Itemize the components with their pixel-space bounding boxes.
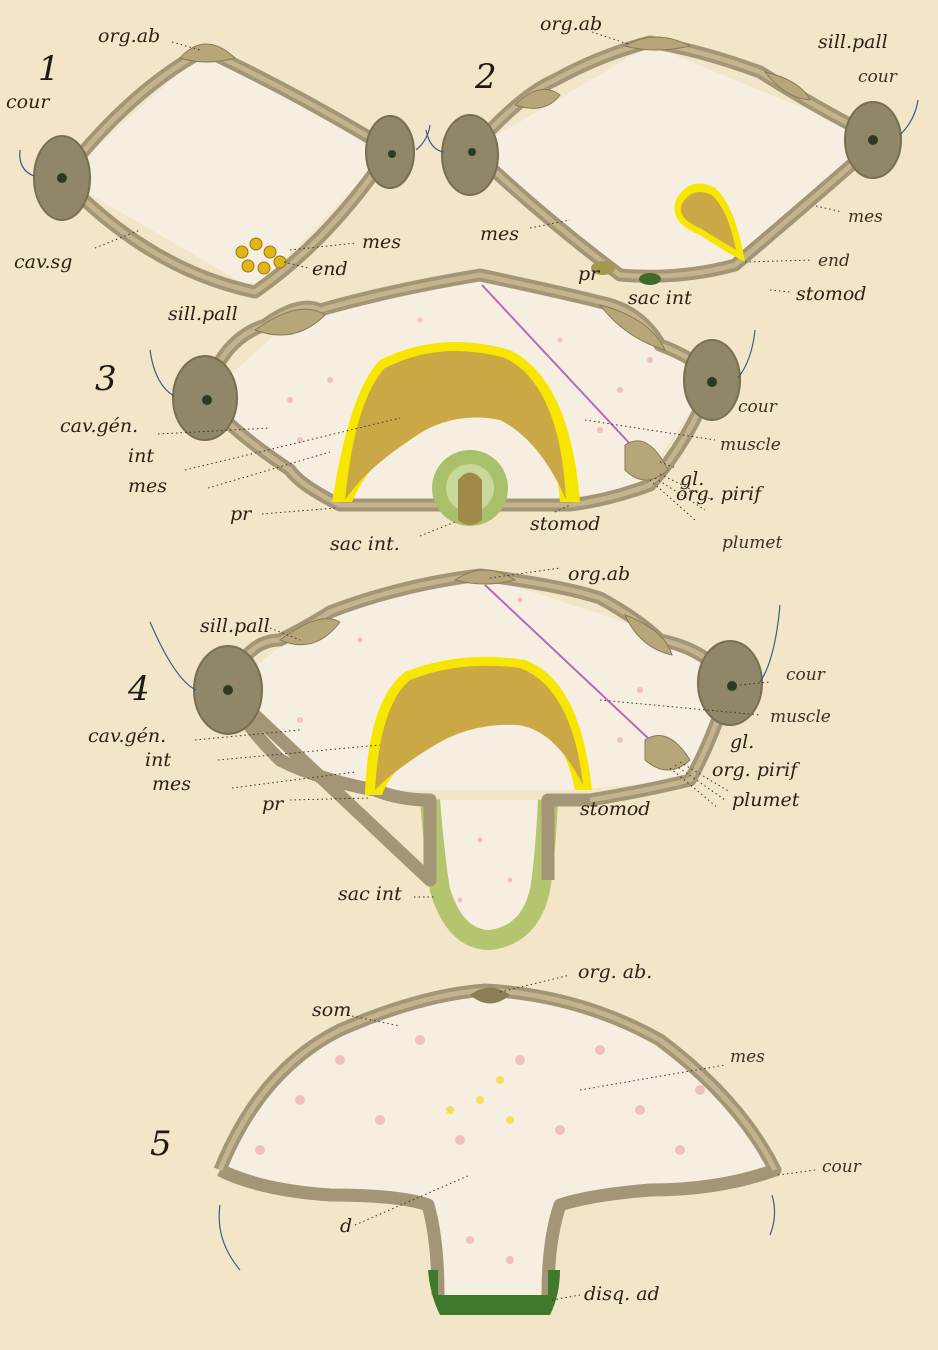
fig2-lead-mes-right: [816, 206, 842, 212]
fig2-label-sac-int: sac int: [628, 287, 692, 309]
figure-2-number: 2: [474, 57, 497, 97]
fig5-inside: [220, 990, 775, 1295]
fig4-label-cour: cour: [786, 665, 826, 685]
figure-4: 4 org.ab sill.pall cour muscle gl. org. …: [88, 563, 831, 940]
fig3-crown-nucleus-left: [202, 395, 212, 405]
fig4-cilium-right: [760, 605, 780, 682]
figure-4-number: 4: [127, 669, 150, 709]
fig1-label-org-ab: org.ab: [98, 25, 160, 47]
fig4-label-int: int: [145, 749, 171, 771]
fig1-label-cav-sg: cav.sg: [14, 251, 72, 273]
figure-2: 2 org.ab sill.pall cour mes mes end pr s…: [426, 13, 918, 309]
fig1-label-end: end: [312, 258, 348, 280]
fig1-crown-nucleus-right: [388, 150, 396, 158]
fig5-label-d: d: [340, 1215, 352, 1237]
fig4-label-stomod: stomod: [580, 798, 650, 820]
fig3-label-sac-int: sac int.: [330, 533, 400, 555]
fig4-label-muscle: muscle: [770, 707, 831, 727]
fig3-label-cour: cour: [738, 397, 778, 417]
fig5-cilium-right: [770, 1195, 775, 1235]
figure-5: 5 org. ab. som mes cour d disq. ad: [150, 961, 862, 1315]
fig4-label-sill-pall: sill.pall: [200, 615, 270, 637]
fig2-label-end: end: [818, 251, 850, 271]
fig4-lead-pr: [290, 798, 370, 800]
fig4-label-sac-int: sac int: [338, 883, 402, 905]
fig4-label-gl: gl.: [730, 731, 754, 753]
fig3-label-stomod: stomod: [530, 513, 600, 535]
fig5-cilium-left: [219, 1205, 240, 1270]
fig2-inside: [472, 45, 880, 275]
fig3-label-org-pirif: org. pirif: [676, 483, 764, 505]
fig4-crown-nucleus-left: [223, 685, 233, 695]
fig3-lead-pr: [262, 508, 335, 514]
figure-5-number: 5: [150, 1124, 172, 1164]
fig4-label-mes: mes: [152, 773, 191, 795]
fig3-lead-sac-int: [420, 522, 455, 536]
fig1-apical-organ: [180, 44, 235, 62]
fig2-label-sill-pall: sill.pall: [818, 31, 888, 53]
fig4-crown-nucleus-right: [727, 681, 737, 691]
fig1-crown-nucleus-left: [57, 173, 67, 183]
fig2-label-mes-left: mes: [480, 223, 519, 245]
fig2-crown-nucleus-left: [468, 148, 476, 156]
fig2-label-mes-right: mes: [848, 207, 883, 227]
fig5-lead-cour: [778, 1170, 815, 1175]
fig2-label-org-ab: org.ab: [540, 13, 602, 35]
fig5-label-cour: cour: [822, 1157, 862, 1177]
fig1-label-cour: cour: [6, 91, 51, 113]
fig1-cilium-left: [20, 150, 34, 176]
fig2-apical-organ: [625, 37, 690, 50]
fig2-lead-end: [745, 260, 812, 262]
fig3-cilium-left: [150, 350, 174, 396]
fig3-label-int: int: [128, 445, 154, 467]
fig3-label-pr: pr: [230, 503, 253, 525]
fig3-label-cav-gen: cav.gén.: [60, 415, 138, 437]
fig4-label-pr: pr: [262, 793, 285, 815]
fig4-label-org-ab: org.ab: [568, 563, 630, 585]
fig4-label-cav-gen: cav.gén.: [88, 725, 166, 747]
fig3-label-mes: mes: [128, 475, 167, 497]
fig1-lead-mes: [290, 243, 356, 250]
fig2-internal-sac: [639, 273, 661, 285]
fig2-label-pr: pr: [578, 263, 601, 285]
fig2-crown-nucleus-right: [868, 135, 878, 145]
figure-3-number: 3: [95, 359, 117, 399]
fig4-cilium-left: [150, 622, 196, 690]
fig3-crown-nucleus-right: [707, 377, 717, 387]
fig1-inside: [62, 50, 390, 290]
fig4-label-plumet: plumet: [732, 789, 800, 811]
fig4-label-org-pirif: org. pirif: [712, 759, 800, 781]
fig5-label-org-ab: org. ab.: [578, 961, 652, 983]
fig2-cilium-left: [426, 130, 444, 152]
figure-3: 3 sill.pall cour cav.gén. int mes pr sac…: [60, 275, 782, 555]
fig5-label-disq-ad: disq. ad: [584, 1283, 660, 1305]
fig2-label-stomod: stomod: [796, 283, 866, 305]
fig2-label-cour: cour: [858, 67, 898, 87]
fig5-label-mes: mes: [730, 1047, 765, 1067]
fig3-label-plumet: plumet: [722, 533, 782, 553]
fig2-lead-stomod: [770, 290, 790, 292]
fig1-label-mes: mes: [362, 231, 401, 253]
fig3-label-sill-pall: sill.pall: [168, 303, 238, 325]
fig2-cilium-right: [900, 100, 918, 135]
fig5-label-som: som: [312, 999, 351, 1021]
fig3-label-muscle: muscle: [720, 435, 781, 455]
figure-1: 1 org.ab cour cav.sg mes end: [6, 25, 430, 292]
fig3-internal-sac: [458, 473, 482, 526]
fig3-cilium-right: [738, 330, 755, 378]
figure-1-number: 1: [38, 49, 60, 89]
